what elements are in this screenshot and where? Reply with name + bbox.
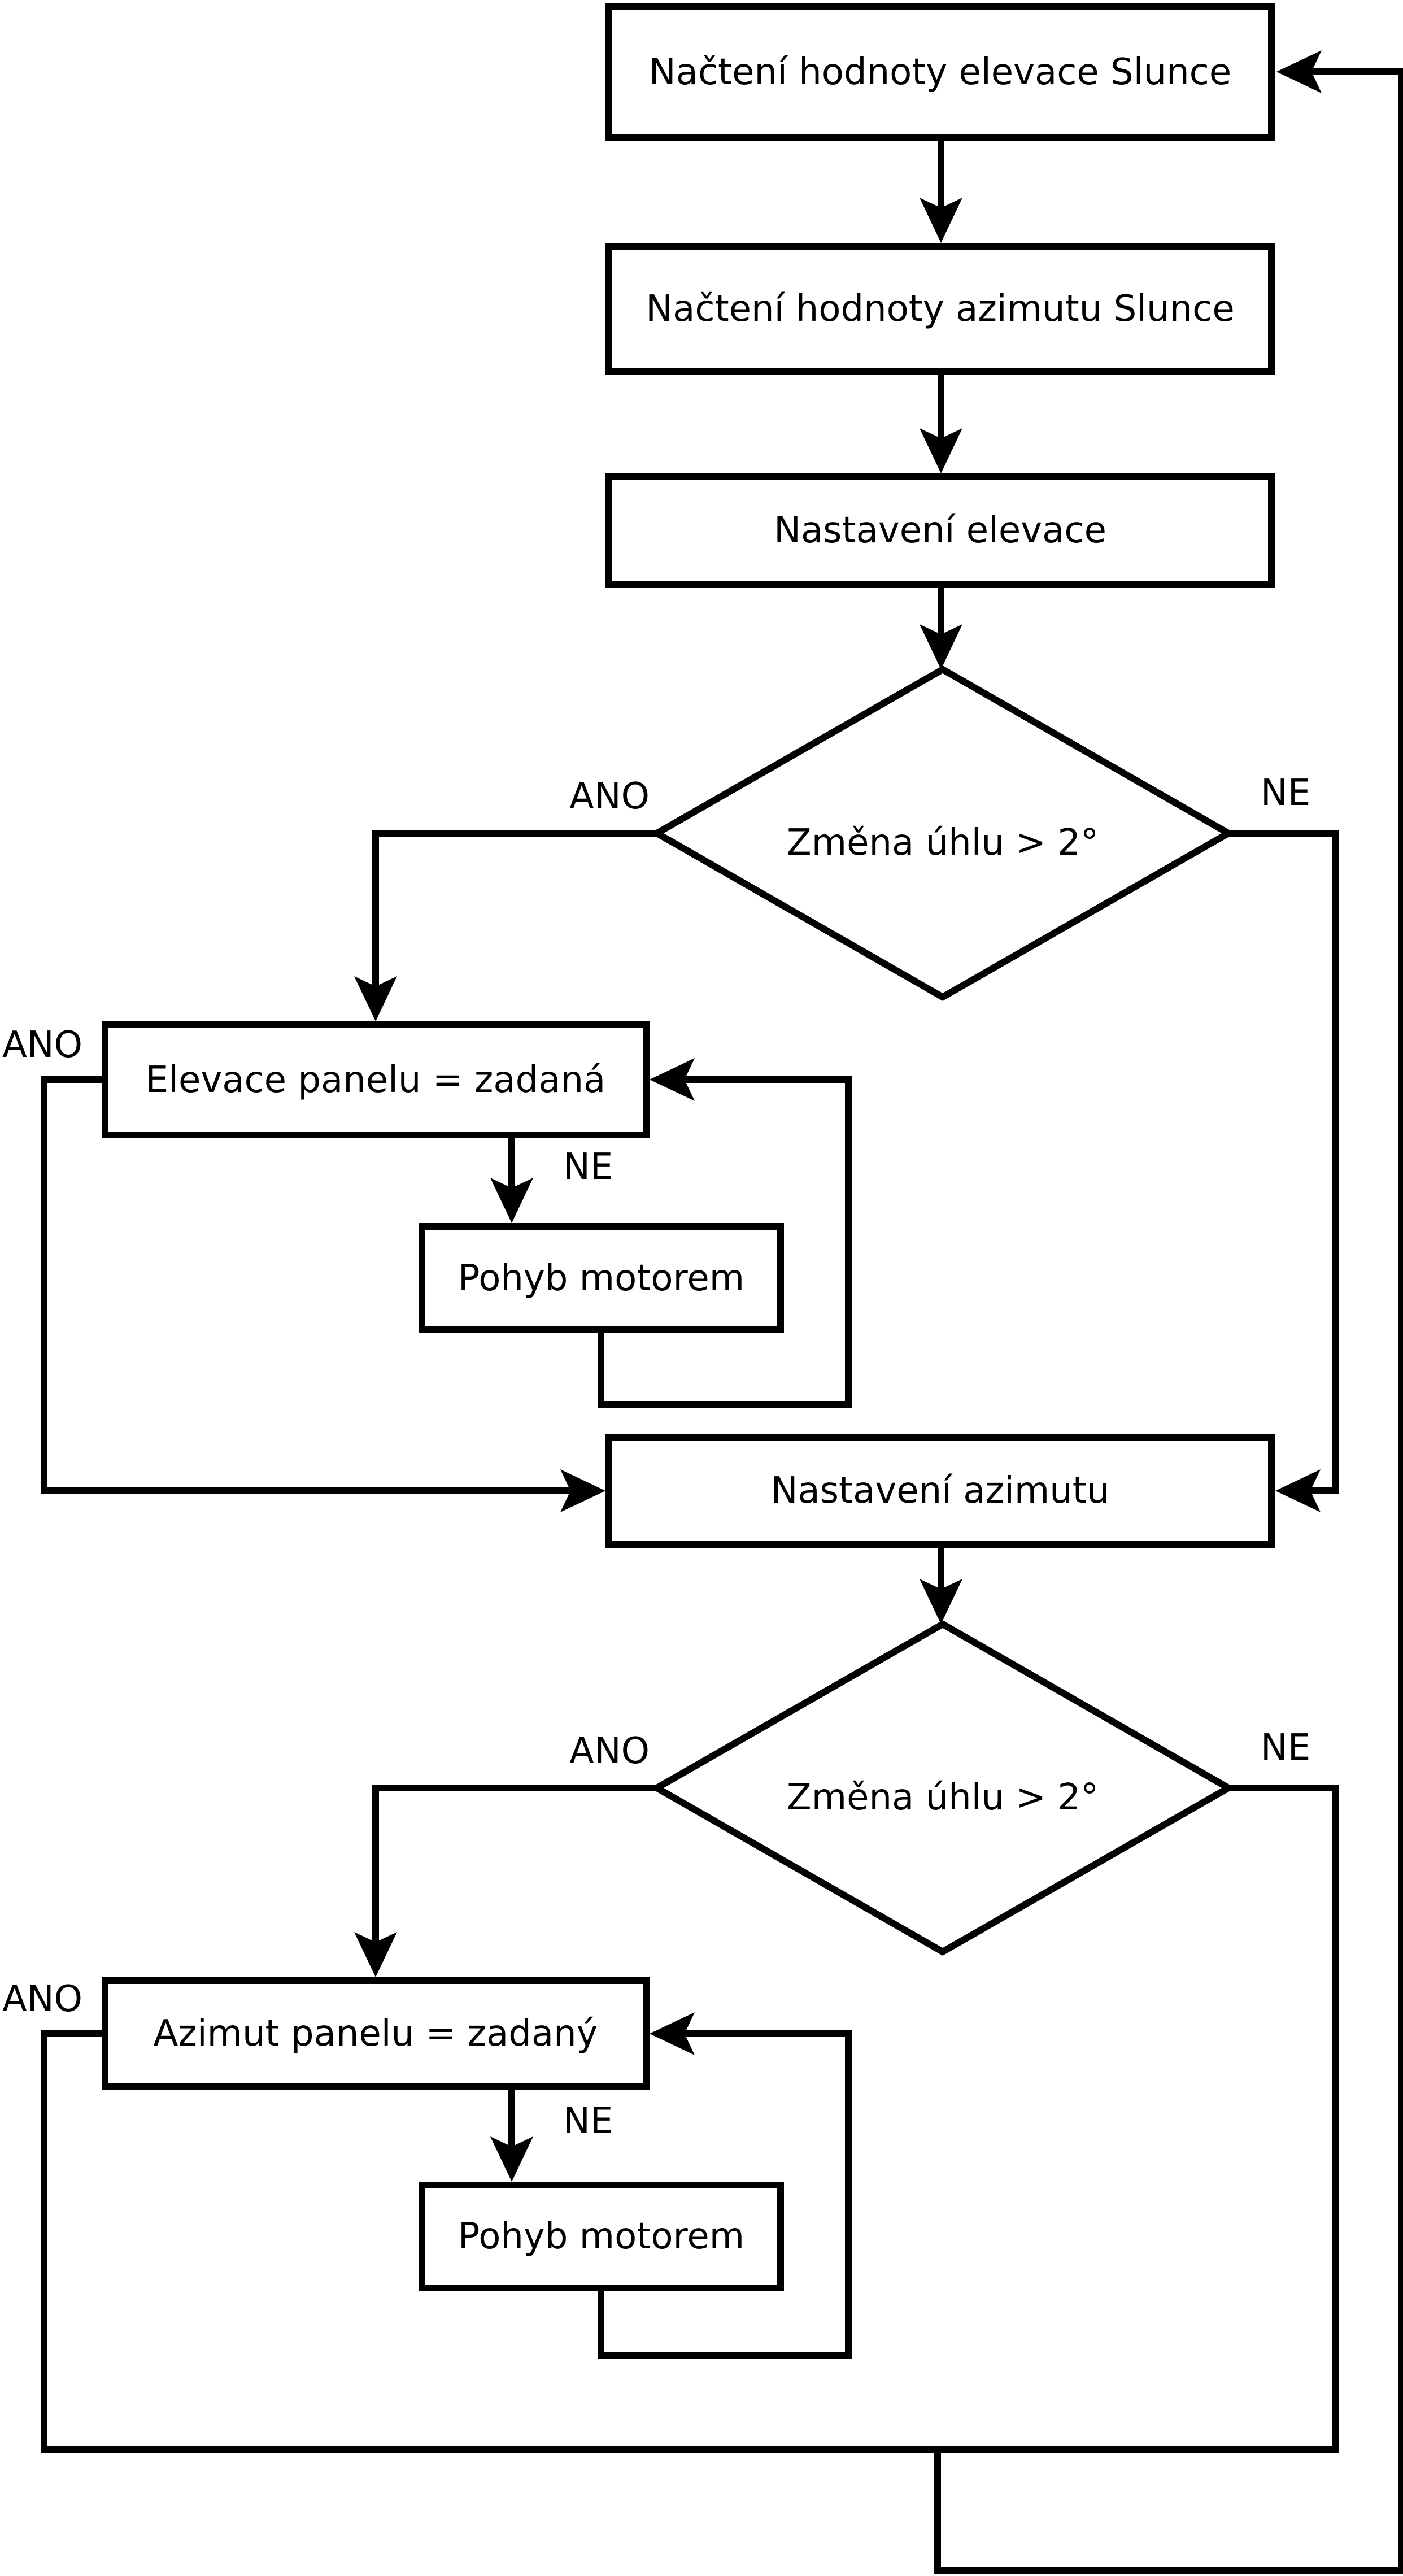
decision-azimuth-text: Změna úhlu > 2° xyxy=(657,1768,1228,1827)
edge-decision1-ano-to-elevation-panel xyxy=(372,830,657,989)
arrowhead-into-elevation-panel-top xyxy=(354,976,397,1021)
label-elevation-panel-ano: ANO xyxy=(2,1024,83,1066)
node-set-elevation: Nastavení elevace xyxy=(605,473,1275,588)
edge-main-feedback-loop xyxy=(934,68,1403,2574)
edge-decision2-ano-to-azimuth-panel xyxy=(372,1785,657,1944)
arrowhead-into-elevation-panel-right xyxy=(650,1058,695,1101)
arrowhead-into-motor2 xyxy=(490,2136,533,2182)
node-set-azimuth: Nastavení azimutu xyxy=(605,1434,1275,1548)
node-motor-azimuth-label: Pohyb motorem xyxy=(457,2216,745,2257)
edge-motor1-loop-to-elevation-panel xyxy=(598,1076,852,1408)
arrowhead-into-set-azimuth-right xyxy=(1275,1469,1321,1512)
arrowhead-into-load-azimuth xyxy=(920,198,962,243)
node-azimuth-panel-label: Azimut panelu = zadaný xyxy=(153,2013,598,2055)
node-set-azimuth-label: Nastavení azimutu xyxy=(770,1470,1110,1512)
label-decision2-ne: NE xyxy=(1261,1727,1311,1769)
label-decision1-ne: NE xyxy=(1261,772,1311,814)
label-decision2-ano: ANO xyxy=(569,1730,650,1772)
arrowhead-into-load-elevation-right xyxy=(1276,50,1322,93)
node-motor-elevation-label: Pohyb motorem xyxy=(457,1257,745,1299)
edge-decision1-ne-to-set-azimuth xyxy=(1228,830,1339,1494)
node-azimuth-panel: Azimut panelu = zadaný xyxy=(102,1977,650,2090)
edge-decision2-ne-to-bottom-rail xyxy=(1228,1785,1339,2453)
node-elevation-panel-label: Elevace panelu = zadaná xyxy=(145,1059,606,1101)
decision-azimuth-label: Změna úhlu > 2° xyxy=(786,1777,1099,1818)
node-motor-azimuth: Pohyb motorem xyxy=(419,2182,784,2291)
decision-elevation-diamond xyxy=(650,665,1236,1001)
node-load-elevation: Načtení hodnoty elevace Slunce xyxy=(605,3,1275,141)
node-load-elevation-label: Načtení hodnoty elevace Slunce xyxy=(648,51,1232,93)
label-azimuth-panel-ano: ANO xyxy=(2,1978,83,2020)
decision-elevation-label: Změna úhlu > 2° xyxy=(786,822,1099,864)
label-azimuth-panel-ne: NE xyxy=(563,2100,613,2142)
edge-motor2-loop-to-azimuth-panel xyxy=(598,2030,852,2359)
arrowhead-into-azimuth-panel-top xyxy=(354,1932,397,1977)
arrowhead-into-set-elevation xyxy=(920,428,962,473)
node-motor-elevation: Pohyb motorem xyxy=(419,1223,784,1333)
node-set-elevation-label: Nastavení elevace xyxy=(774,510,1106,551)
label-elevation-panel-ne: NE xyxy=(563,1146,613,1188)
decision-azimuth-diamond xyxy=(650,1620,1236,1956)
arrowhead-into-azimuth-panel-right xyxy=(650,2012,695,2055)
edge-azimuth-panel-ano-rail xyxy=(41,2030,1338,2453)
arrowhead-into-decision2 xyxy=(920,1579,962,1624)
edge-elevation-panel-ano-to-set-azimuth xyxy=(41,1076,573,1494)
node-elevation-panel: Elevace panelu = zadaná xyxy=(102,1021,650,1138)
arrowhead-into-motor1 xyxy=(490,1178,533,1223)
decision-elevation-text: Změna úhlu > 2° xyxy=(657,813,1228,872)
node-load-azimuth: Načtení hodnoty azimutu Slunce xyxy=(605,243,1275,375)
node-load-azimuth-label: Načtení hodnoty azimutu Slunce xyxy=(646,288,1235,330)
arrowhead-into-set-azimuth-left xyxy=(560,1469,605,1512)
arrowhead-into-decision1 xyxy=(920,624,962,669)
label-decision1-ano: ANO xyxy=(569,776,650,817)
